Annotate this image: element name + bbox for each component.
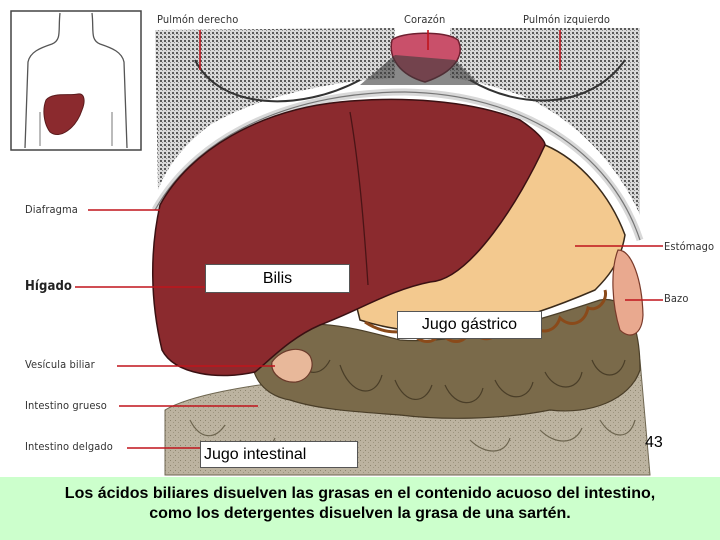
page-number: 43 [645, 434, 663, 451]
label-corazon: Corazón [404, 13, 446, 26]
inset-body-thumbnail [10, 10, 142, 151]
caption-bar: Los ácidos biliares disuelven las grasas… [0, 477, 720, 540]
lungs [155, 28, 640, 215]
label-pulmon-izquierdo: Pulmón izquierdo [523, 13, 611, 26]
label-higado: Hígado [25, 279, 73, 294]
label-intestino-grueso: Intestino grueso [25, 399, 107, 412]
label-vesicula: Vesícula biliar [25, 358, 95, 371]
leader-lines [75, 30, 663, 449]
large-intestine [251, 299, 641, 419]
label-estomago: Estómago [664, 240, 715, 253]
box-bilis: Bilis [205, 264, 350, 293]
caption-line-1: Los ácidos biliares disuelven las grasas… [64, 485, 656, 502]
gallbladder [271, 348, 313, 383]
label-bazo: Bazo [664, 292, 689, 305]
label-intestino-delgado: Intestino delgado [25, 440, 113, 453]
liver [151, 98, 546, 377]
box-jugo-gastrico: Jugo gástrico [397, 311, 542, 339]
label-diafragma: Diafragma [25, 203, 78, 216]
spleen [612, 249, 644, 336]
box-jugo-intestinal: Jugo intestinal [200, 441, 358, 468]
caption-line-2: como los detergentes disuelven la grasa … [149, 505, 571, 522]
label-pulmon-derecho: Pulmón derecho [157, 13, 239, 26]
